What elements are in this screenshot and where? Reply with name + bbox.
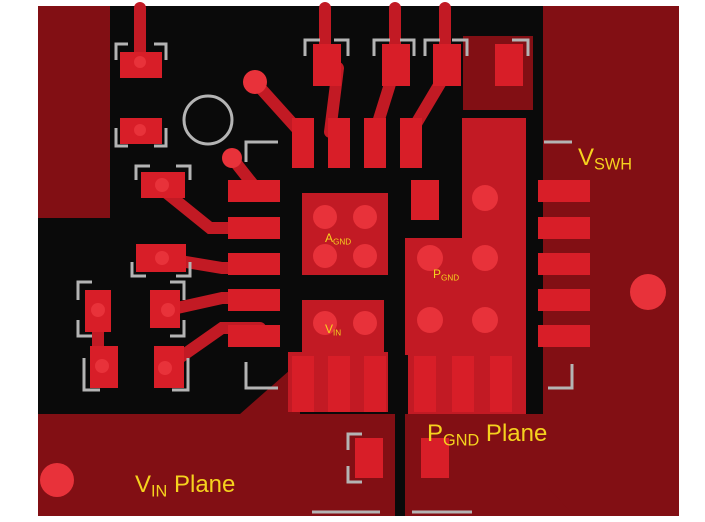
silk-outline (512, 38, 530, 56)
pad (421, 438, 449, 478)
silk-outline (346, 432, 362, 484)
pad (328, 356, 350, 412)
pgnd-pour (405, 118, 526, 355)
copper-planes (38, 6, 679, 516)
pad (228, 325, 280, 347)
silk-outline (170, 280, 186, 338)
vin-plane-label-suffix: Plane (167, 471, 236, 498)
agnd-label: AGND (325, 232, 351, 246)
vin-label: VIN (325, 323, 341, 337)
via (134, 124, 146, 136)
silk-circle (182, 94, 234, 146)
vin-plane (38, 370, 395, 516)
pads (85, 44, 590, 478)
left-upper-plane (38, 6, 110, 218)
via (95, 359, 109, 373)
via (313, 311, 337, 335)
pad (292, 356, 314, 412)
silk-outline (372, 38, 416, 56)
pad (328, 118, 350, 168)
via (158, 361, 172, 375)
pad (228, 289, 280, 311)
silk-outline (244, 362, 278, 390)
silk-outline (244, 140, 278, 162)
via (243, 70, 267, 94)
pad (490, 356, 512, 412)
pad (433, 44, 461, 86)
pad (364, 118, 386, 168)
silk-outline (82, 358, 100, 392)
pad (364, 356, 386, 412)
vin-plane-label-sub: IN (151, 482, 168, 501)
pad (382, 44, 410, 86)
pad (495, 44, 523, 86)
agnd-label-sub: GND (333, 237, 352, 247)
pad (538, 289, 590, 311)
silk-outline (130, 262, 192, 278)
via (472, 307, 498, 333)
via (353, 311, 377, 335)
pgnd-plane-label-sub: GND (443, 431, 480, 450)
pad (452, 356, 474, 412)
silk-outline (423, 38, 469, 56)
agnd-label-main: A (325, 231, 334, 245)
pad (414, 356, 436, 412)
pad (538, 325, 590, 347)
vswh-label-main: V (578, 144, 595, 171)
vswh-label: VSWH (578, 146, 632, 173)
pad (228, 217, 280, 239)
pgnd-label-sub: GND (441, 273, 460, 283)
pad (355, 438, 383, 478)
via (353, 205, 377, 229)
vias (40, 56, 666, 497)
pad (228, 180, 280, 202)
via (155, 178, 169, 192)
silkscreen (76, 38, 574, 514)
pad (313, 44, 341, 86)
pad (292, 118, 314, 168)
via (472, 185, 498, 211)
vin-plane-label-main: V (135, 471, 152, 498)
via (155, 251, 169, 265)
silk-outline (172, 358, 190, 392)
pad (411, 180, 439, 220)
via (630, 274, 666, 310)
pad (538, 180, 590, 202)
via (472, 245, 498, 271)
pgnd-plane-label-suffix: Plane (479, 420, 548, 447)
via (161, 303, 175, 317)
silk-outline (134, 164, 192, 180)
pad (538, 217, 590, 239)
pgnd-label: PGND (433, 268, 459, 282)
silk-outline (114, 128, 168, 148)
via (40, 463, 74, 497)
pgnd-label-main: P (433, 267, 442, 281)
via (313, 205, 337, 229)
pad (538, 253, 590, 275)
vin-label-main: V (325, 322, 334, 336)
silk-outline (303, 38, 350, 56)
right-vswh-plane (543, 6, 679, 516)
pgnd-plane-label: PGND Plane (427, 422, 547, 449)
vswh-label-sub: SWH (594, 155, 633, 174)
vin-label-sub: IN (333, 328, 342, 338)
via (222, 148, 242, 168)
pad (400, 118, 422, 168)
via (91, 303, 105, 317)
via (313, 244, 337, 268)
silk-outline (548, 364, 574, 390)
silk-outline (76, 280, 92, 338)
pad (228, 253, 280, 275)
via (417, 307, 443, 333)
via (353, 244, 377, 268)
via (417, 245, 443, 271)
via (134, 56, 146, 68)
pgnd-plane-label-main: P (427, 420, 444, 447)
vin-plane-label: VIN Plane (135, 473, 235, 500)
silk-outline (114, 42, 168, 60)
